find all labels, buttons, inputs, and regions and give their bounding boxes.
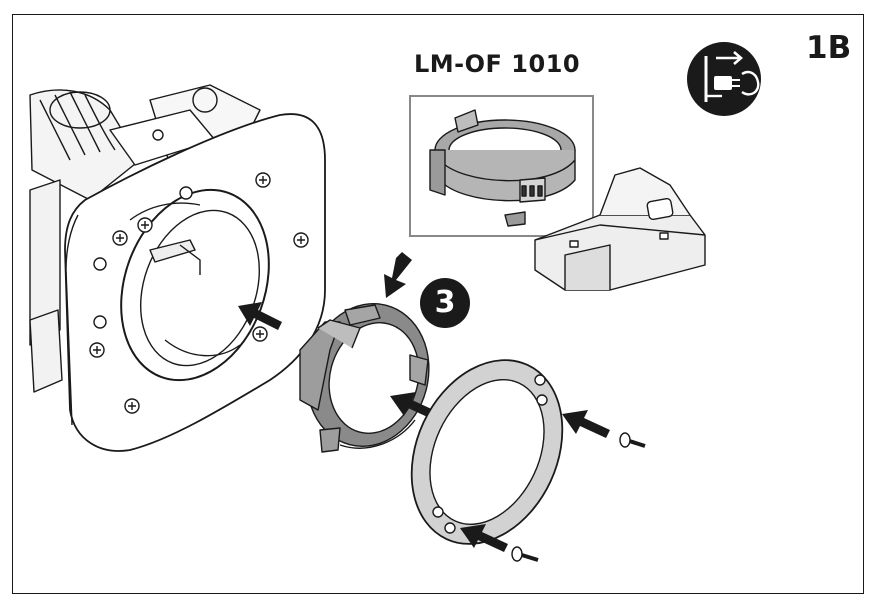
- arrow-lower-screw: [460, 524, 508, 552]
- guide-attachment: [534, 167, 706, 291]
- step-number-badge: 3: [420, 278, 470, 328]
- arrow-into-ring: [390, 392, 438, 420]
- adapter-ring-inset: [429, 109, 576, 227]
- arrow-into-base: [238, 302, 282, 330]
- screw-lower: [511, 546, 539, 562]
- arrow-upper-screw: [562, 410, 610, 438]
- mounting-plate: [410, 359, 564, 545]
- unplug-power-icon: [687, 42, 761, 116]
- screw-upper: [619, 432, 646, 448]
- arrow-down-to-ring: [384, 252, 412, 298]
- adapter-ring: [299, 303, 430, 453]
- model-label: LM-OF 1010: [414, 50, 581, 78]
- step-id: 1B: [806, 30, 852, 66]
- router-body: [29, 84, 326, 452]
